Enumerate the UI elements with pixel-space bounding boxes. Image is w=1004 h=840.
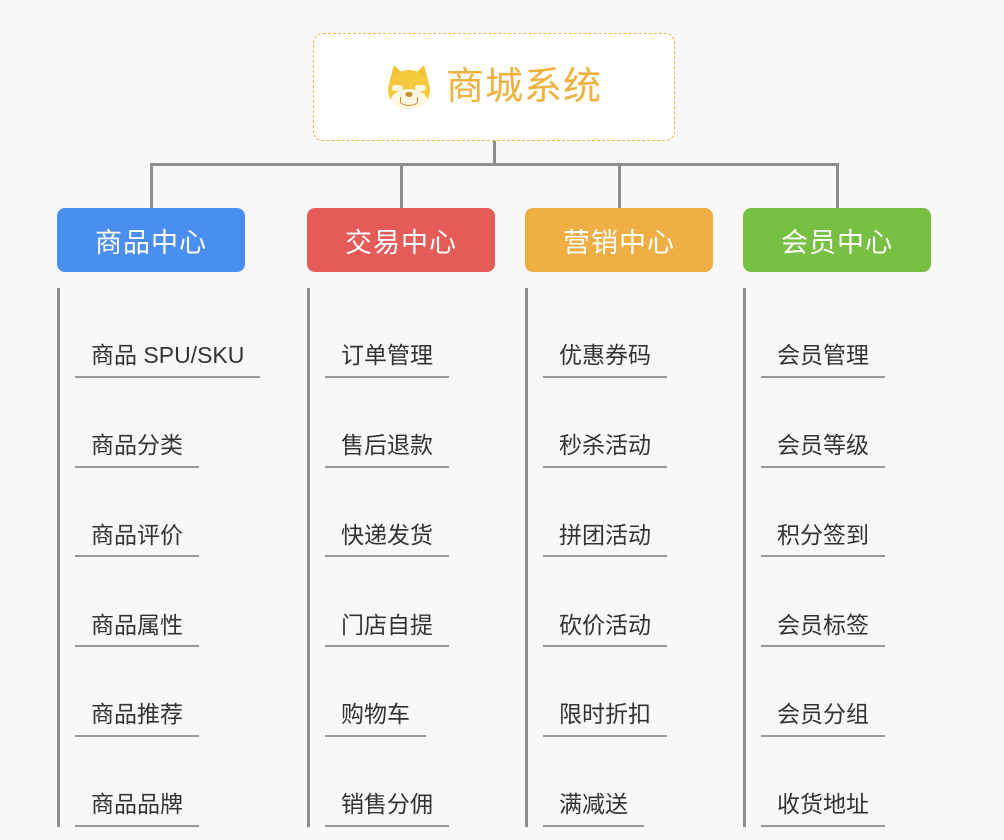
list-item[interactable]: 积分签到: [761, 468, 931, 558]
column-header-product-center[interactable]: 商品中心: [57, 208, 245, 272]
list-item-label: 商品品牌: [75, 791, 199, 827]
column-items-member-center: 会员管理 会员等级 积分签到 会员标签 会员分组 收货地址: [743, 288, 931, 827]
list-item-label: 购物车: [325, 701, 426, 737]
list-item-label: 商品属性: [75, 612, 199, 648]
connector-branch-3: [618, 163, 621, 208]
list-item[interactable]: 商品分类: [75, 378, 260, 468]
list-item[interactable]: 订单管理: [325, 288, 495, 378]
list-item-label: 满减送: [543, 791, 644, 827]
shiba-mouth: [399, 97, 418, 106]
list-item-label: 售后退款: [325, 432, 449, 468]
list-item-label: 会员等级: [761, 432, 885, 468]
list-item[interactable]: 砍价活动: [543, 557, 713, 648]
shiba-nose: [405, 92, 413, 97]
column-header-member-center[interactable]: 会员中心: [743, 208, 931, 272]
column-header-label: 会员中心: [781, 227, 893, 258]
list-item-label: 限时折扣: [543, 701, 667, 737]
column-items-trade-center: 订单管理 售后退款 快递发货 门店自提 购物车 销售分佣: [307, 288, 495, 827]
connector-branch-4: [836, 163, 839, 208]
list-item-label: 会员管理: [761, 342, 885, 378]
shiba-eye-left: [391, 85, 403, 91]
list-item[interactable]: 购物车: [325, 647, 495, 737]
list-item[interactable]: 销售分佣: [325, 737, 495, 827]
column-header-marketing-center[interactable]: 营销中心: [525, 208, 713, 272]
list-item[interactable]: 优惠券码: [543, 288, 713, 378]
list-item-label: 拼团活动: [543, 522, 667, 558]
connector-branch-2: [400, 163, 403, 208]
column-items-marketing-center: 优惠券码 秒杀活动 拼团活动 砍价活动 限时折扣 满减送: [525, 288, 713, 827]
list-item-label: 积分签到: [761, 522, 885, 558]
list-item-label: 商品 SPU/SKU: [75, 342, 261, 378]
column-header-label: 交易中心: [345, 227, 457, 258]
list-item-label: 会员分组: [761, 701, 885, 737]
connector-branch-1: [150, 163, 153, 208]
list-item-label: 会员标签: [761, 612, 885, 648]
list-item[interactable]: 商品推荐: [75, 647, 260, 737]
list-item-label: 商品分类: [75, 432, 199, 468]
list-item[interactable]: 会员标签: [761, 557, 931, 648]
list-item-label: 门店自提: [325, 612, 449, 648]
list-item[interactable]: 会员分组: [761, 647, 931, 737]
column-header-trade-center[interactable]: 交易中心: [307, 208, 495, 272]
list-item[interactable]: 限时折扣: [543, 647, 713, 737]
list-item-label: 订单管理: [325, 342, 449, 378]
list-item[interactable]: 会员等级: [761, 378, 931, 468]
connector-root-stem: [492, 141, 496, 165]
list-item[interactable]: 商品品牌: [75, 737, 260, 827]
list-item[interactable]: 商品 SPU/SKU: [75, 288, 261, 378]
list-item[interactable]: 拼团活动: [543, 468, 713, 558]
list-item[interactable]: 商品评价: [75, 468, 260, 558]
root-node[interactable]: 商城系统: [313, 33, 675, 141]
root-title: 商城系统: [445, 66, 602, 108]
list-item[interactable]: 会员管理: [761, 288, 931, 378]
list-item-label: 销售分佣: [325, 791, 449, 827]
list-item-label: 快递发货: [325, 522, 449, 558]
column-trade-center: 交易中心 订单管理 售后退款 快递发货 门店自提 购物车 销售分佣: [307, 208, 495, 827]
connector-horizontal-bar: [150, 163, 836, 166]
list-item[interactable]: 门店自提: [325, 557, 495, 648]
list-item-label: 秒杀活动: [543, 432, 667, 468]
list-item[interactable]: 收货地址: [761, 737, 931, 827]
list-item-label: 优惠券码: [543, 342, 667, 378]
list-item[interactable]: 满减送: [543, 737, 713, 827]
shiba-dog-icon: [385, 62, 433, 109]
list-item-label: 砍价活动: [543, 612, 667, 648]
column-marketing-center: 营销中心 优惠券码 秒杀活动 拼团活动 砍价活动 限时折扣 满减送: [525, 208, 713, 827]
list-item-label: 商品推荐: [75, 701, 199, 737]
column-header-label: 商品中心: [95, 227, 207, 258]
column-product-center: 商品中心 商品 SPU/SKU 商品分类 商品评价 商品属性 商品推荐 商品品牌: [57, 208, 261, 827]
shiba-eye-right: [414, 85, 426, 91]
list-item[interactable]: 快递发货: [325, 468, 495, 558]
list-item[interactable]: 商品属性: [75, 557, 260, 648]
list-item-label: 商品评价: [75, 522, 199, 558]
list-item-label: 收货地址: [761, 791, 885, 827]
list-item[interactable]: 售后退款: [325, 378, 495, 468]
column-header-label: 营销中心: [563, 227, 675, 258]
column-items-product-center: 商品 SPU/SKU 商品分类 商品评价 商品属性 商品推荐 商品品牌: [57, 288, 261, 827]
list-item[interactable]: 秒杀活动: [543, 378, 713, 468]
shiba-head: [387, 70, 430, 109]
column-member-center: 会员中心 会员管理 会员等级 积分签到 会员标签 会员分组 收货地址: [743, 208, 931, 827]
